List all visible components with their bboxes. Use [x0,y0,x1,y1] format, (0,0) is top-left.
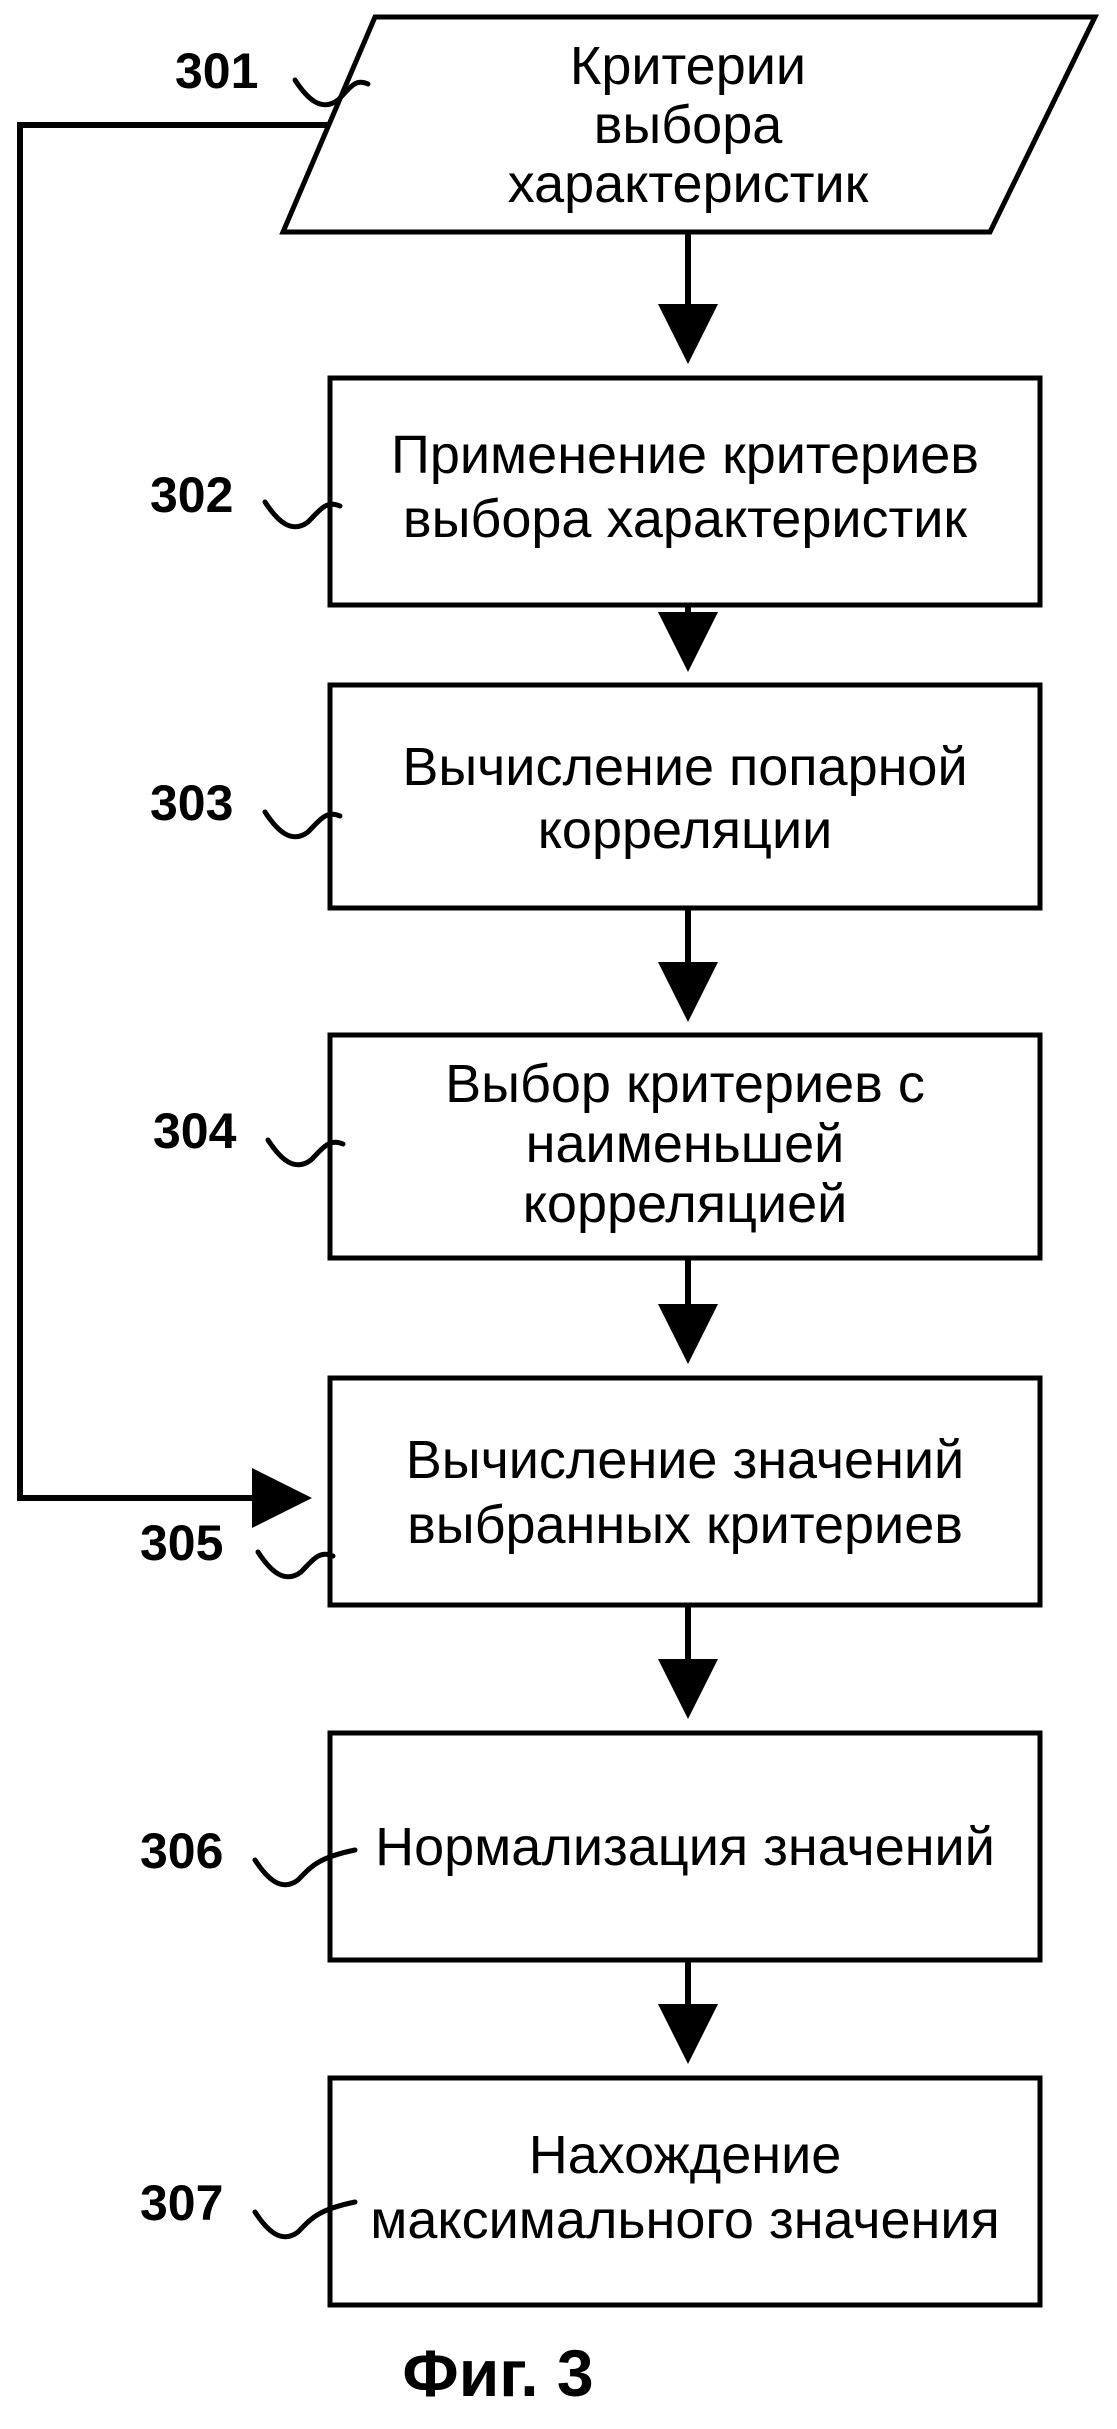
ref-label-304: 304 [153,1103,237,1159]
leader-squiggle-305 [258,1552,333,1577]
step-305: Вычисление значений выбранных критериев … [140,1378,1040,1605]
ref-label-305: 305 [140,1515,223,1571]
step-307-line-1: Нахождение [529,2125,842,2185]
step-302-line-2: выбора характеристик [403,489,968,549]
step-303-line-1: Вычисление попарной [402,737,967,797]
ref-label-306: 306 [140,1823,223,1879]
step-306-line-1: Нормализация значений [375,1817,995,1877]
step-304-line-2: наименьшей [526,1114,845,1174]
step-304-line-3: корреляцией [523,1174,848,1234]
step-305-line-2: выбранных критериев [407,1495,963,1555]
step-307: Нахождение максимального значения 307 [140,2078,1040,2305]
ref-label-303: 303 [150,775,233,831]
step-301-line-3: характеристик [508,154,869,214]
step-304: Выбор критериев с наименьшей корреляцией… [153,1035,1040,1258]
step-305-line-1: Вычисление значений [406,1430,964,1490]
ref-label-301: 301 [175,43,258,99]
step-307-line-2: максимального значения [370,2190,1000,2250]
step-302: Применение критериев выбора характеристи… [150,378,1040,605]
step-303-line-2: корреляции [538,800,833,860]
process-box [330,1378,1040,1605]
step-304-line-1: Выбор критериев с [445,1054,925,1114]
step-303: Вычисление попарной корреляции 303 [150,685,1040,908]
step-306: Нормализация значений 306 [140,1733,1040,1960]
ref-label-307: 307 [140,2175,223,2231]
step-301-line-1: Критерии [570,36,806,96]
step-302-line-1: Применение критериев [391,425,979,485]
figure-caption: Фиг. 3 [402,2336,593,2410]
step-301-line-2: выбора [594,95,783,155]
ref-label-302: 302 [150,467,233,523]
